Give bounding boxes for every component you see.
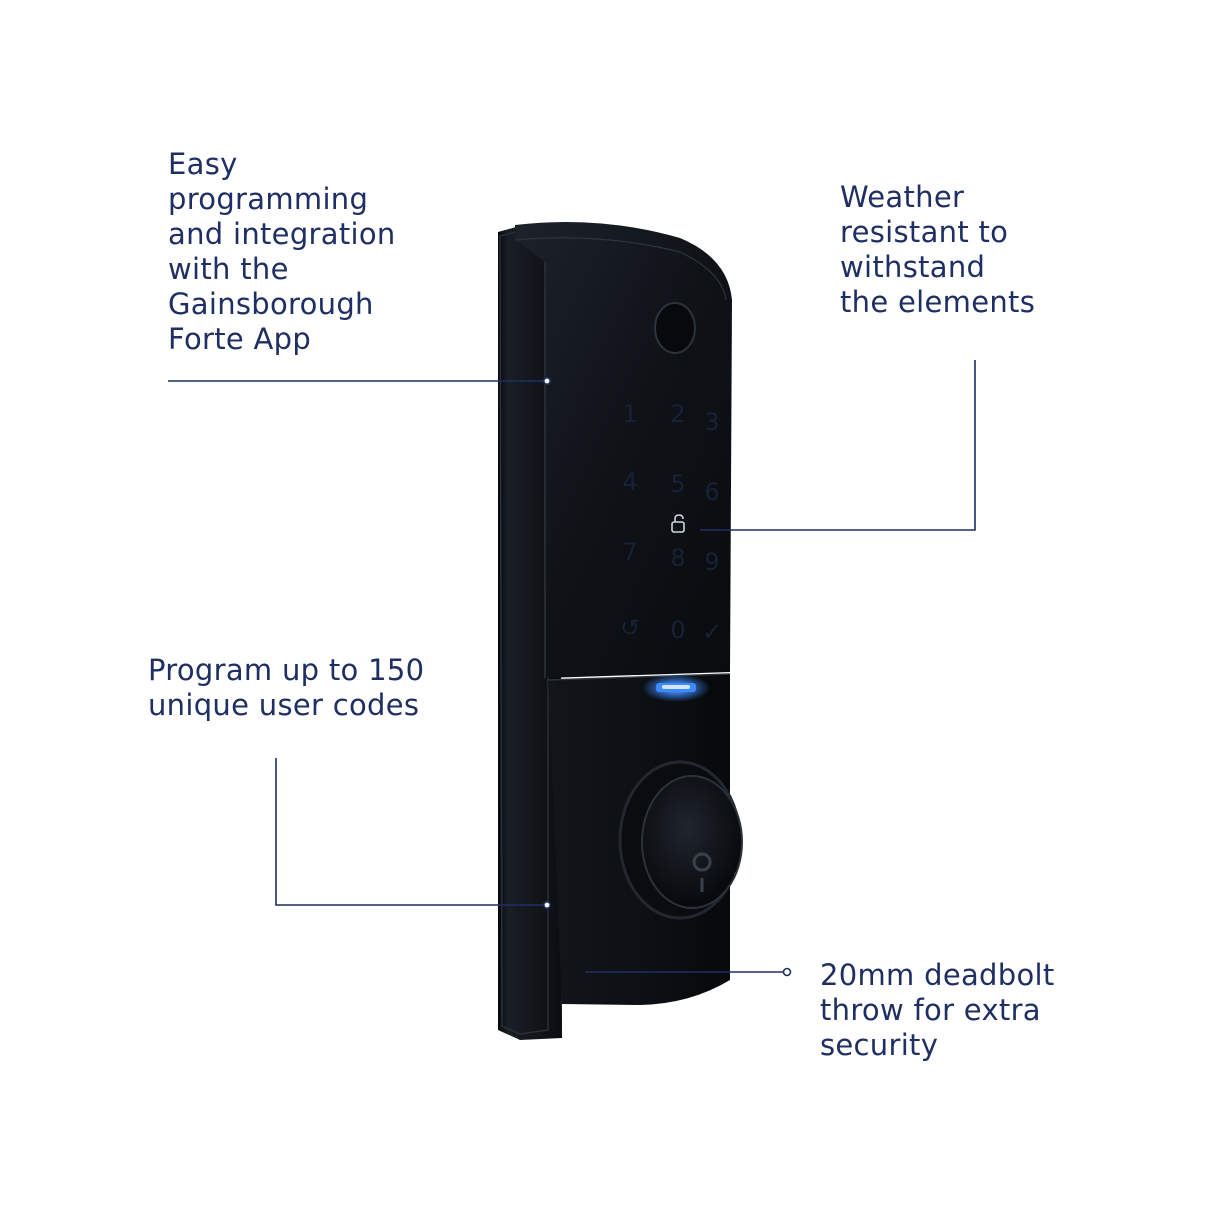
callout-user-codes: Program up to 150 unique user codes: [148, 653, 425, 722]
keypad-housing: [515, 221, 732, 678]
leader-line-codes: [275, 758, 543, 906]
key-5: 5: [670, 470, 685, 498]
key-0: 0: [670, 616, 685, 644]
key-back: ↺: [620, 614, 640, 642]
key-4: 4: [622, 468, 637, 496]
leader-lines: [168, 360, 976, 977]
key-2: 2: [670, 400, 685, 428]
callout-app-integration: Easy programming and integration with th…: [168, 147, 396, 356]
key-8: 8: [670, 544, 685, 572]
key-6: 6: [704, 478, 719, 506]
key-cylinder: [641, 775, 743, 909]
keypad: 1 2 3 4 5 6 7 8 9 ↺ 0 ✓: [620, 400, 722, 646]
key-3: 3: [704, 408, 719, 436]
fingerprint-sensor: [654, 302, 696, 354]
key-7: 7: [622, 538, 637, 566]
key-1: 1: [622, 400, 637, 428]
unlock-glyph-icon: [671, 514, 685, 533]
callout-weather-resistant: Weather resistant to withstand the eleme…: [840, 180, 1036, 319]
leader-line-weather: [700, 360, 976, 531]
key-9: 9: [704, 548, 719, 576]
key-confirm: ✓: [702, 618, 722, 646]
callout-deadbolt-throw: 20mm deadbolt throw for extra security: [820, 958, 1055, 1062]
keyhole-icon: [692, 852, 712, 892]
